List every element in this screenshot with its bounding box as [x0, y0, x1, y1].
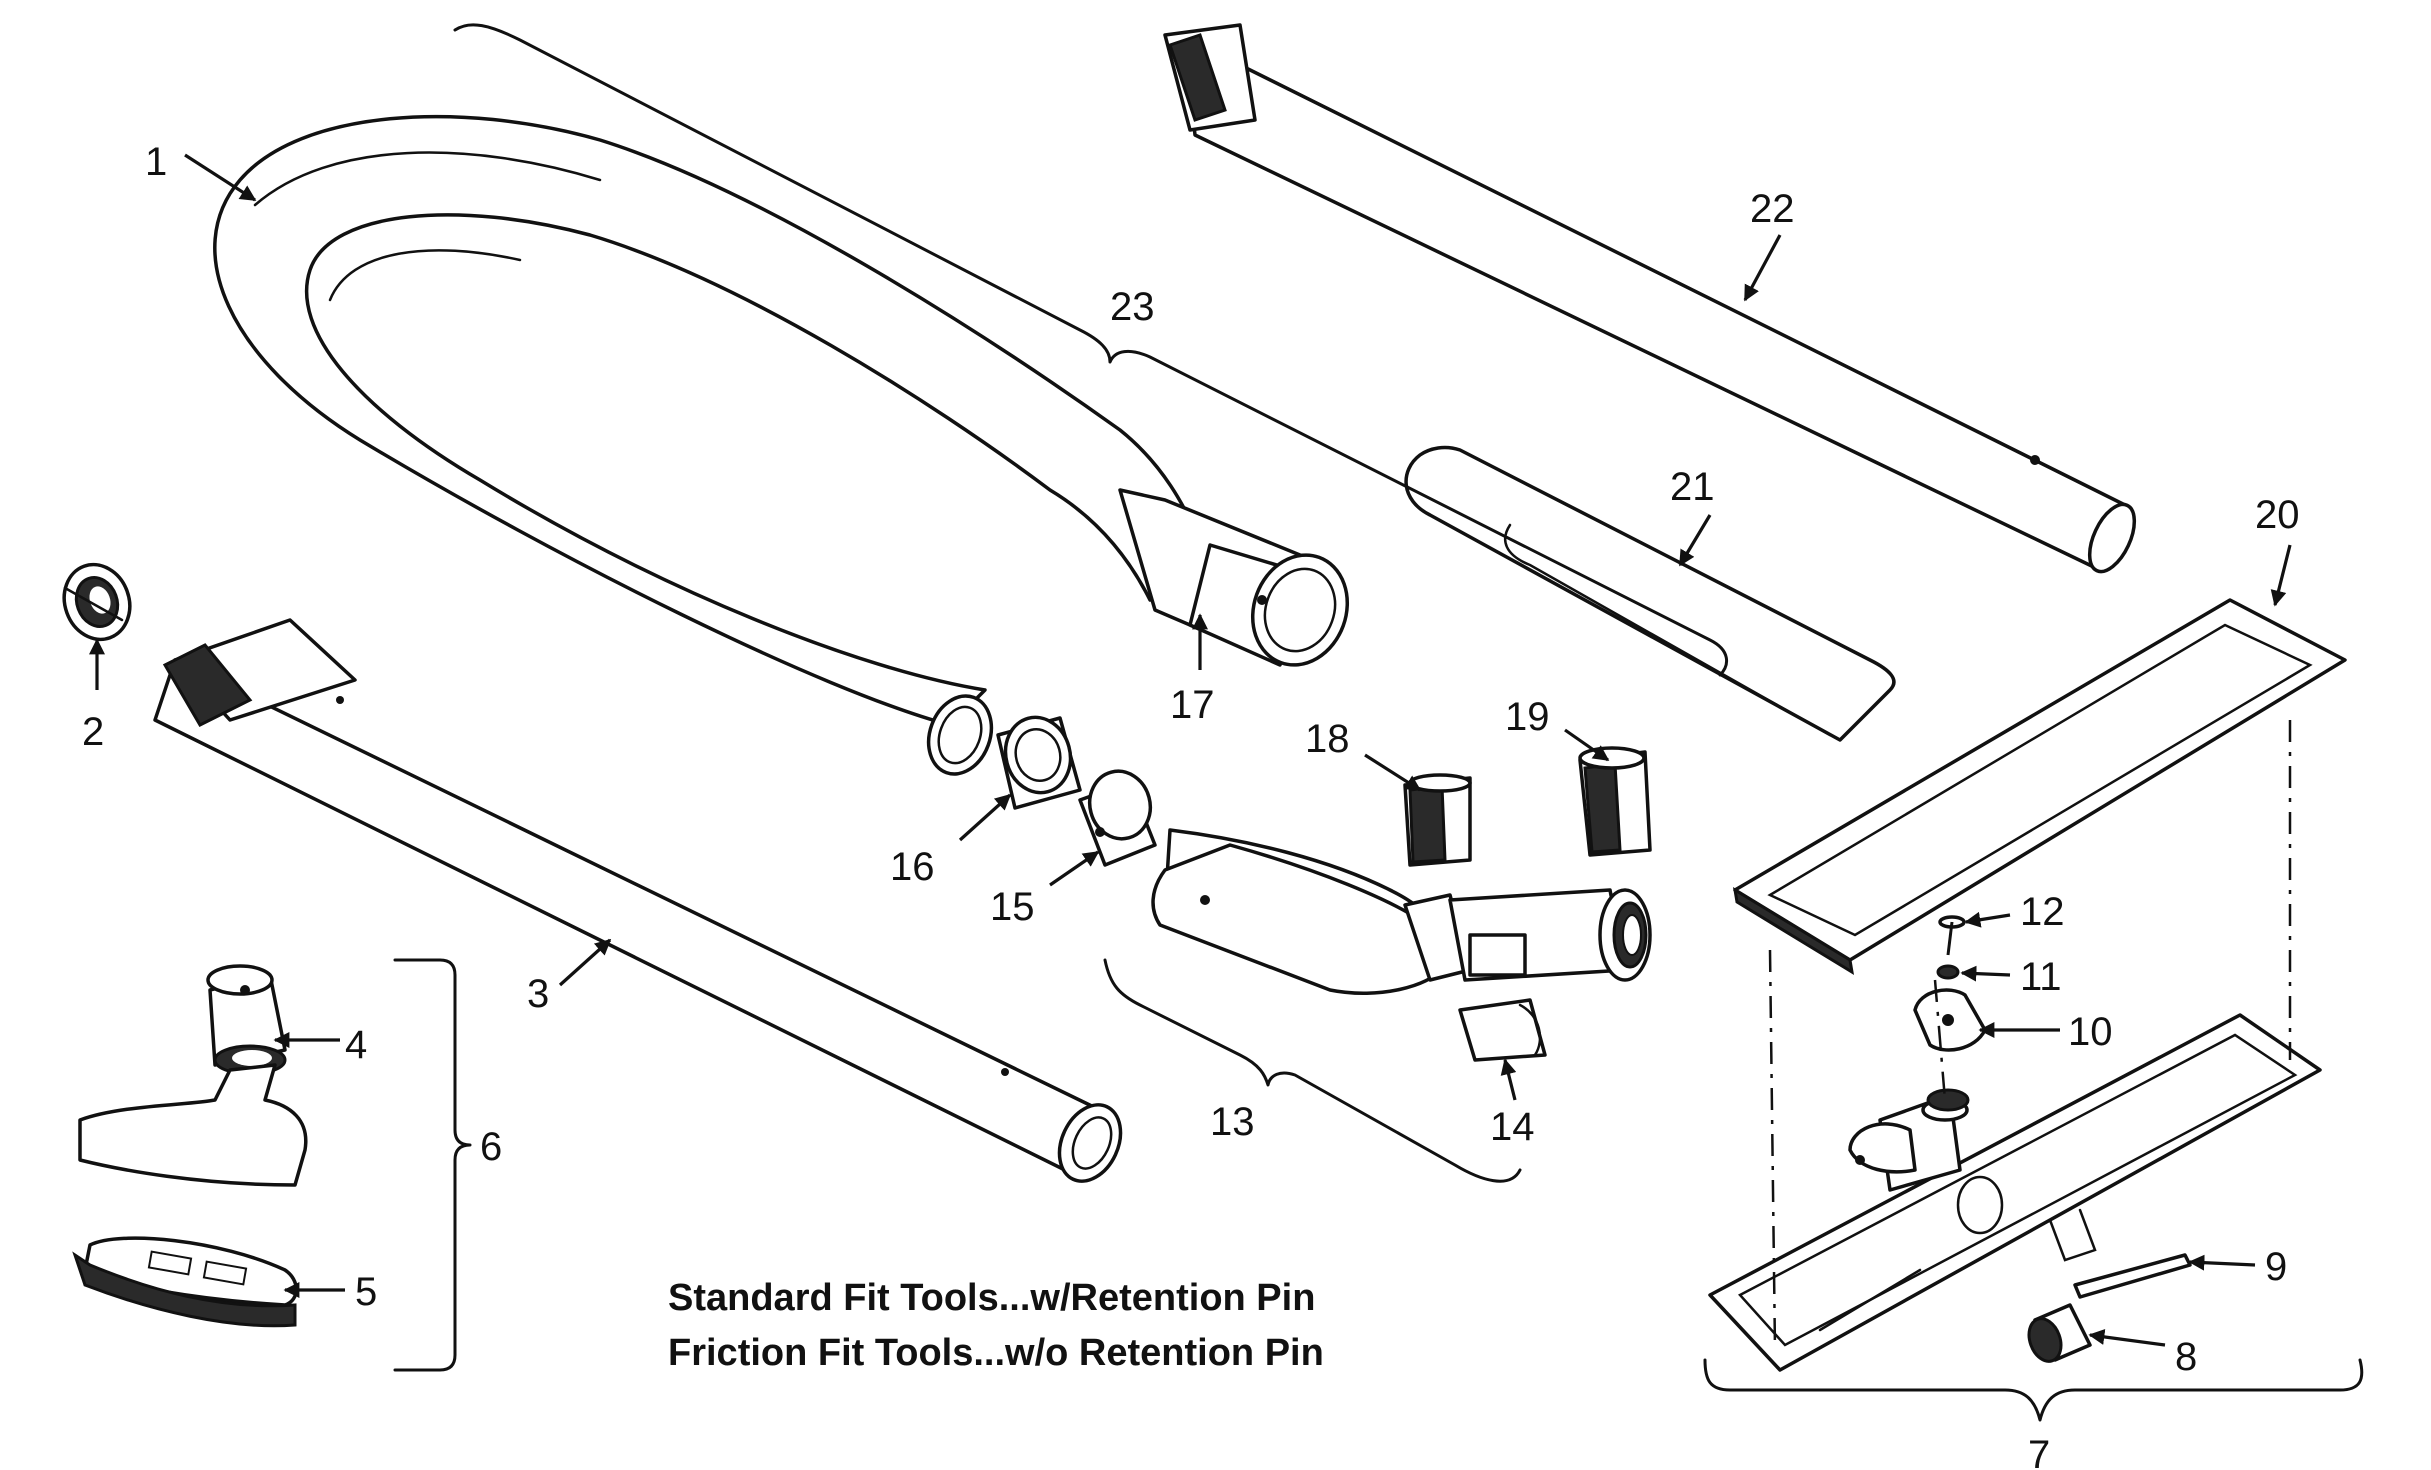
leader-14	[1500, 1058, 1517, 1101]
leader-22	[1743, 234, 1782, 302]
brace-23	[453, 23, 1729, 677]
callout-15: 15	[990, 885, 1035, 929]
callout-19: 19	[1505, 695, 1550, 739]
callout-8: 8	[2175, 1335, 2197, 1379]
callout-10: 10	[2068, 1010, 2113, 1054]
washer	[1936, 964, 1960, 980]
clamp-bracket	[1913, 988, 1987, 1052]
callout-7: 7	[2028, 1433, 2050, 1470]
callout-4: 4	[345, 1023, 367, 1067]
dusting-brush	[72, 1236, 298, 1328]
retainer-ring	[62, 562, 132, 642]
note-friction-fit: Friction Fit Tools...w/o Retention Pin	[668, 1332, 1324, 1374]
floor-tool-cover	[1732, 598, 2347, 975]
leader-12	[1964, 911, 2011, 928]
collar-ring-a	[1403, 773, 1472, 867]
extension-wand	[1163, 23, 2137, 574]
callout-16: 16	[890, 845, 935, 889]
callout-3: 3	[527, 972, 549, 1016]
coupling-ring	[996, 715, 1082, 810]
callout-5: 5	[355, 1270, 377, 1314]
callout-9: 9	[2265, 1245, 2287, 1289]
callout-22: 22	[1750, 187, 1795, 231]
floor-tool-base	[1708, 1013, 2322, 1372]
collar-ring-b	[1578, 746, 1652, 857]
leader-8	[2088, 1328, 2166, 1347]
hose-handle	[1151, 828, 1652, 995]
note-standard-fit: Standard Fit Tools...w/Retention Pin	[668, 1277, 1315, 1319]
pin	[2073, 1253, 2192, 1299]
caster-cap	[2027, 1303, 2092, 1363]
leader-11	[1960, 965, 2011, 982]
callout-14: 14	[1490, 1105, 1535, 1149]
split-sleeve	[1078, 769, 1157, 867]
leader-3	[558, 938, 612, 987]
leader-21	[1678, 514, 1712, 567]
callout-17: 17	[1170, 683, 1215, 727]
callout-2: 2	[82, 710, 104, 754]
hose-loop	[213, 114, 1202, 727]
leader-1	[184, 153, 257, 202]
upholstery-tool	[78, 1063, 308, 1187]
brush-adapter	[206, 964, 287, 1076]
wand	[153, 618, 1123, 1183]
latch	[1458, 998, 1547, 1062]
leader-18	[1364, 753, 1422, 792]
callout-6: 6	[480, 1125, 502, 1169]
callout-11: 11	[2020, 955, 2062, 999]
leader-20	[2270, 544, 2292, 607]
hose-end	[926, 694, 994, 776]
leader-16	[958, 793, 1012, 842]
brace-6	[393, 958, 472, 1372]
callout-21: 21	[1670, 465, 1715, 509]
callout-13: 13	[1210, 1100, 1255, 1144]
leader-15	[1049, 850, 1100, 887]
callout-23: 23	[1110, 285, 1155, 329]
brace-7	[1703, 1358, 2364, 1422]
screw	[1938, 915, 1966, 956]
leader-9	[2188, 1254, 2256, 1271]
brace-13	[1103, 958, 1522, 1183]
hose-cuff	[1118, 488, 1350, 667]
callout-1: 1	[145, 140, 167, 184]
callout-18: 18	[1305, 717, 1350, 761]
assembly-lines	[1768, 720, 2292, 1351]
callout-20: 20	[2255, 493, 2300, 537]
leader-19	[1564, 728, 1610, 762]
callout-12: 12	[2020, 890, 2065, 934]
crevice-tool	[1404, 445, 1896, 742]
